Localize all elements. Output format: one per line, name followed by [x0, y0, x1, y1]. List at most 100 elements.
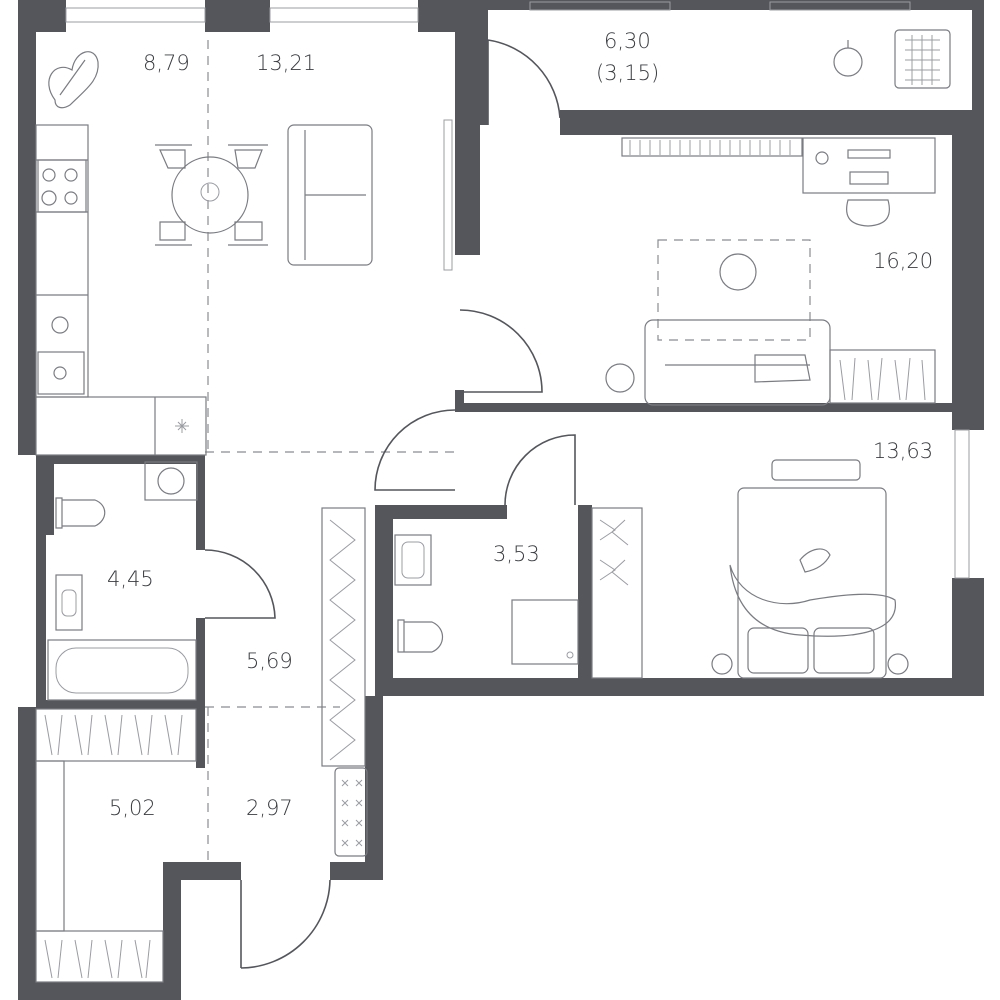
door-balcony	[487, 39, 561, 125]
wall-bath2-top	[375, 505, 507, 519]
bedroom1-furniture	[605, 137, 936, 406]
chair-bl	[155, 221, 192, 246]
laundry-dryer	[894, 29, 951, 89]
wall-between-bedrooms	[455, 403, 952, 412]
wall-bedroom-bottom	[375, 678, 984, 696]
window-balcony-2	[769, 1, 911, 11]
sink-2	[394, 534, 432, 586]
bedroom2-wardrobe	[591, 507, 643, 679]
decor-plate	[719, 253, 757, 291]
rug-bedroom1	[657, 239, 811, 341]
area-label-bedroom2: 13,63	[873, 439, 933, 463]
monitor	[847, 149, 891, 159]
desk-lamp-icon	[815, 151, 829, 165]
bathtub	[47, 639, 197, 701]
wall-bath1-right-bot	[196, 618, 205, 768]
door-bath1	[204, 549, 276, 619]
shoe-mat	[334, 767, 368, 857]
wall-living-right	[455, 0, 480, 255]
kitchen-sink	[37, 351, 85, 395]
wall-balcony-right	[972, 0, 984, 110]
dining-table	[171, 156, 249, 234]
wall-bottom-mid	[163, 862, 241, 880]
wardrobe-shelf-left	[35, 760, 65, 932]
bathroom1-fixtures	[47, 461, 198, 701]
balcony-chair	[833, 47, 863, 77]
double-bed	[737, 487, 887, 679]
wall-left-bottom	[18, 707, 36, 1000]
plant-icon	[48, 51, 99, 109]
door-bedroom1	[459, 309, 543, 393]
doors	[204, 39, 576, 969]
walls	[18, 0, 984, 1000]
hall-furniture	[35, 507, 368, 983]
bedroom1-sofa	[644, 319, 831, 406]
area-label-bedroom1: 16,20	[873, 249, 933, 273]
door-bath2	[504, 434, 576, 506]
bench	[771, 459, 861, 481]
wall-right-lower	[952, 578, 984, 696]
area-label-wardrobe: 5,02	[109, 796, 156, 820]
kitchen-counter	[35, 124, 89, 398]
bedroom2-furniture	[591, 459, 909, 679]
area-label-living: 13,21	[256, 51, 316, 75]
wall-hall-right	[365, 696, 383, 876]
area-label-balcony: 6,30	[604, 29, 651, 53]
window-kitchen	[65, 7, 206, 23]
area-label-kitchen: 8,79	[143, 51, 190, 75]
bedroom1-shelf	[621, 137, 803, 157]
living-sofa	[287, 124, 373, 266]
nightstand-right	[887, 653, 909, 675]
wall-top-left	[18, 0, 66, 32]
side-table	[605, 363, 635, 393]
windows	[65, 1, 970, 579]
door-bedroom2	[374, 409, 456, 491]
cat-icon	[799, 548, 831, 573]
shower	[511, 599, 579, 665]
bathroom2-fixtures	[394, 534, 579, 665]
wall-balcony-bottom	[560, 110, 984, 135]
door-entrance	[240, 879, 331, 969]
wall-balcony-left	[480, 0, 488, 125]
chair-tl	[155, 144, 192, 169]
wardrobe-shelf-top	[35, 708, 197, 762]
toilet-2	[397, 619, 444, 653]
desk	[802, 137, 936, 194]
window-living	[269, 7, 419, 23]
wardrobe-shelf-bottom	[35, 930, 164, 983]
area-label-bathroom2: 3,53	[493, 542, 540, 566]
nightstand-left	[711, 653, 733, 675]
zone-dividers	[205, 40, 811, 862]
area-label-balcony-sub: (3,15)	[596, 61, 659, 85]
wall-right-upper	[952, 110, 984, 430]
wall-left-bath-lower	[36, 535, 46, 707]
wall-top-mid	[205, 0, 270, 32]
kitchen-furniture	[35, 51, 373, 456]
area-label-entrance: 2,97	[246, 796, 293, 820]
chair-br	[228, 221, 268, 246]
wall-left-top	[18, 0, 36, 455]
office-chair	[846, 199, 890, 227]
window-bedroom2	[954, 429, 970, 579]
bedroom1-wardrobe	[829, 349, 936, 404]
keyboard	[849, 171, 889, 185]
wall-bottom-left	[18, 982, 163, 1000]
sink-1	[55, 574, 83, 631]
toilet-1	[55, 497, 106, 529]
wall-bottom-right	[330, 862, 383, 880]
area-label-hall: 5,69	[246, 649, 293, 673]
wall-bottom-notch	[163, 862, 181, 1000]
area-label-bathroom1: 4,45	[107, 567, 154, 591]
wall-living-lower-right	[455, 390, 464, 412]
wall-bath2-left	[375, 512, 393, 696]
area-labels: 8,79 13,21 6,30 (3,15) 16,20 13,63 4,45 …	[107, 29, 933, 820]
balcony-furniture	[833, 29, 951, 89]
hall-closet	[321, 507, 366, 767]
washing-machine	[144, 461, 198, 501]
hood-icon	[51, 316, 69, 334]
wall-bath1-top	[36, 455, 204, 464]
wall-bath1-bottom	[36, 700, 205, 709]
window-balcony-1	[529, 1, 671, 11]
chair-tr	[228, 144, 268, 169]
